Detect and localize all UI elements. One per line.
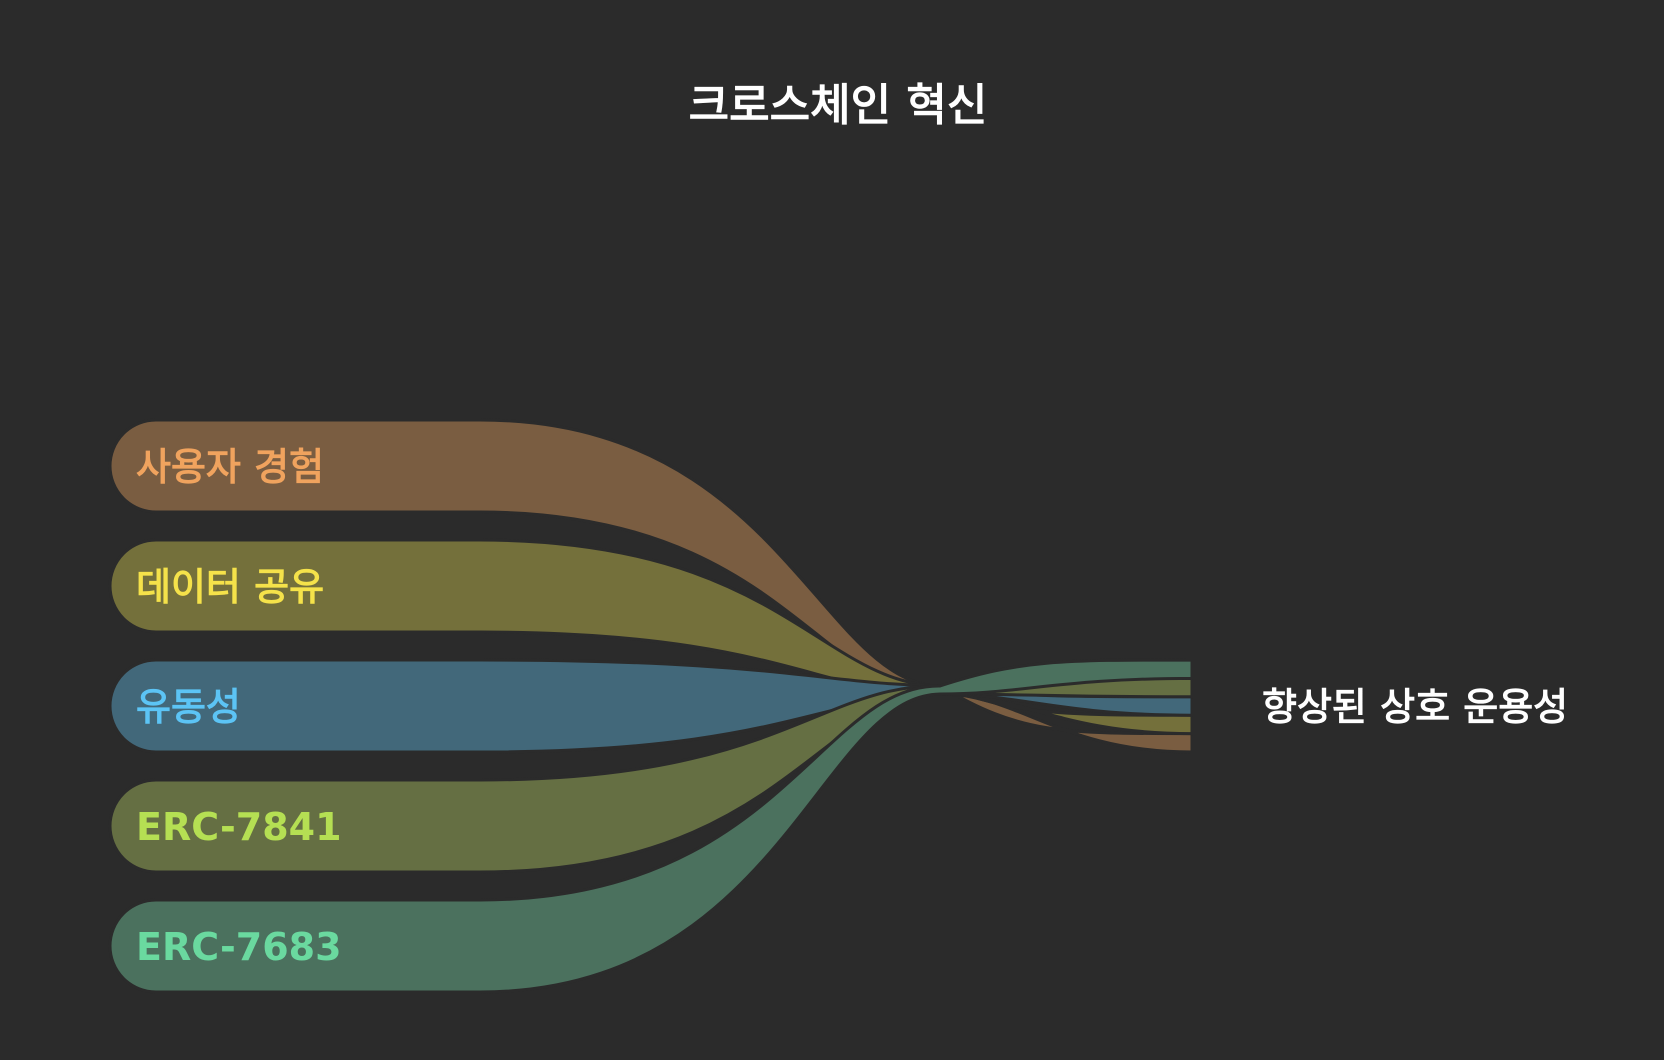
source-label-liquidity: 유동성 — [136, 685, 241, 729]
diagram-title: 크로스체인 혁신 — [689, 80, 988, 131]
target-label: 향상된 상호 운용성 — [1262, 685, 1568, 729]
sankey-links — [108, 418, 1194, 994]
source-label-erc7683: ERC-7683 — [136, 925, 342, 969]
source-label-erc7841: ERC-7841 — [136, 805, 342, 849]
link-ux — [108, 418, 1194, 754]
link-erc7683 — [108, 658, 1194, 994]
source-label-ux: 사용자 경험 — [136, 445, 324, 489]
link-liquidity — [108, 658, 1194, 754]
source-label-data: 데이터 공유 — [136, 565, 324, 609]
